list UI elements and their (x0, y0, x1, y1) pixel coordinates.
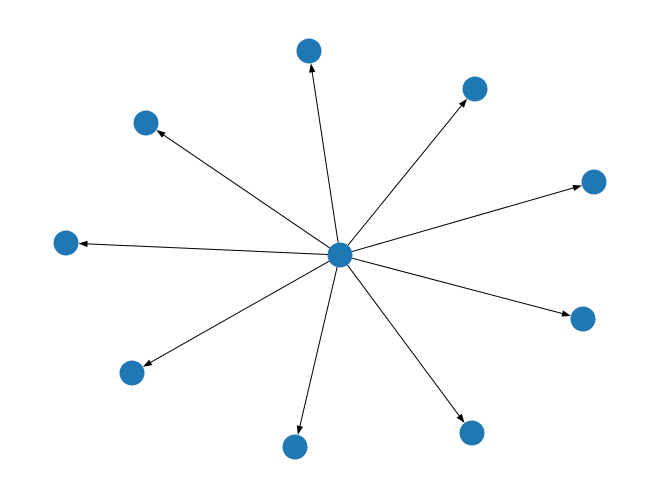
node-5 (459, 420, 485, 446)
node-8 (53, 230, 79, 256)
edge-0-4 (351, 257, 566, 315)
node-7 (119, 360, 145, 386)
edge-0-6 (298, 267, 338, 430)
node-1 (296, 38, 322, 64)
arrowhead-icon (78, 240, 88, 248)
edge-0-2 (347, 103, 464, 246)
arrowhead-icon (156, 130, 166, 138)
node-4 (570, 306, 596, 332)
arrowhead-icon (142, 359, 153, 367)
edge-0-3 (351, 186, 577, 253)
arrowhead-icon (456, 413, 465, 423)
node-9 (133, 110, 159, 136)
edges (78, 63, 582, 435)
arrowhead-icon (296, 425, 304, 435)
arrowhead-icon (309, 63, 316, 73)
node-3 (581, 169, 607, 195)
arrowhead-icon (458, 98, 468, 108)
node-6 (282, 434, 308, 460)
edge-0-9 (161, 132, 330, 249)
edge-0-1 (311, 69, 339, 243)
arrowhead-icon (572, 184, 582, 192)
edge-0-7 (147, 260, 330, 365)
edge-0-8 (84, 243, 328, 255)
nodes (53, 38, 607, 460)
arrowhead-icon (561, 310, 571, 317)
node-2 (462, 76, 488, 102)
edge-0-5 (347, 264, 462, 419)
node-0 (327, 242, 353, 268)
